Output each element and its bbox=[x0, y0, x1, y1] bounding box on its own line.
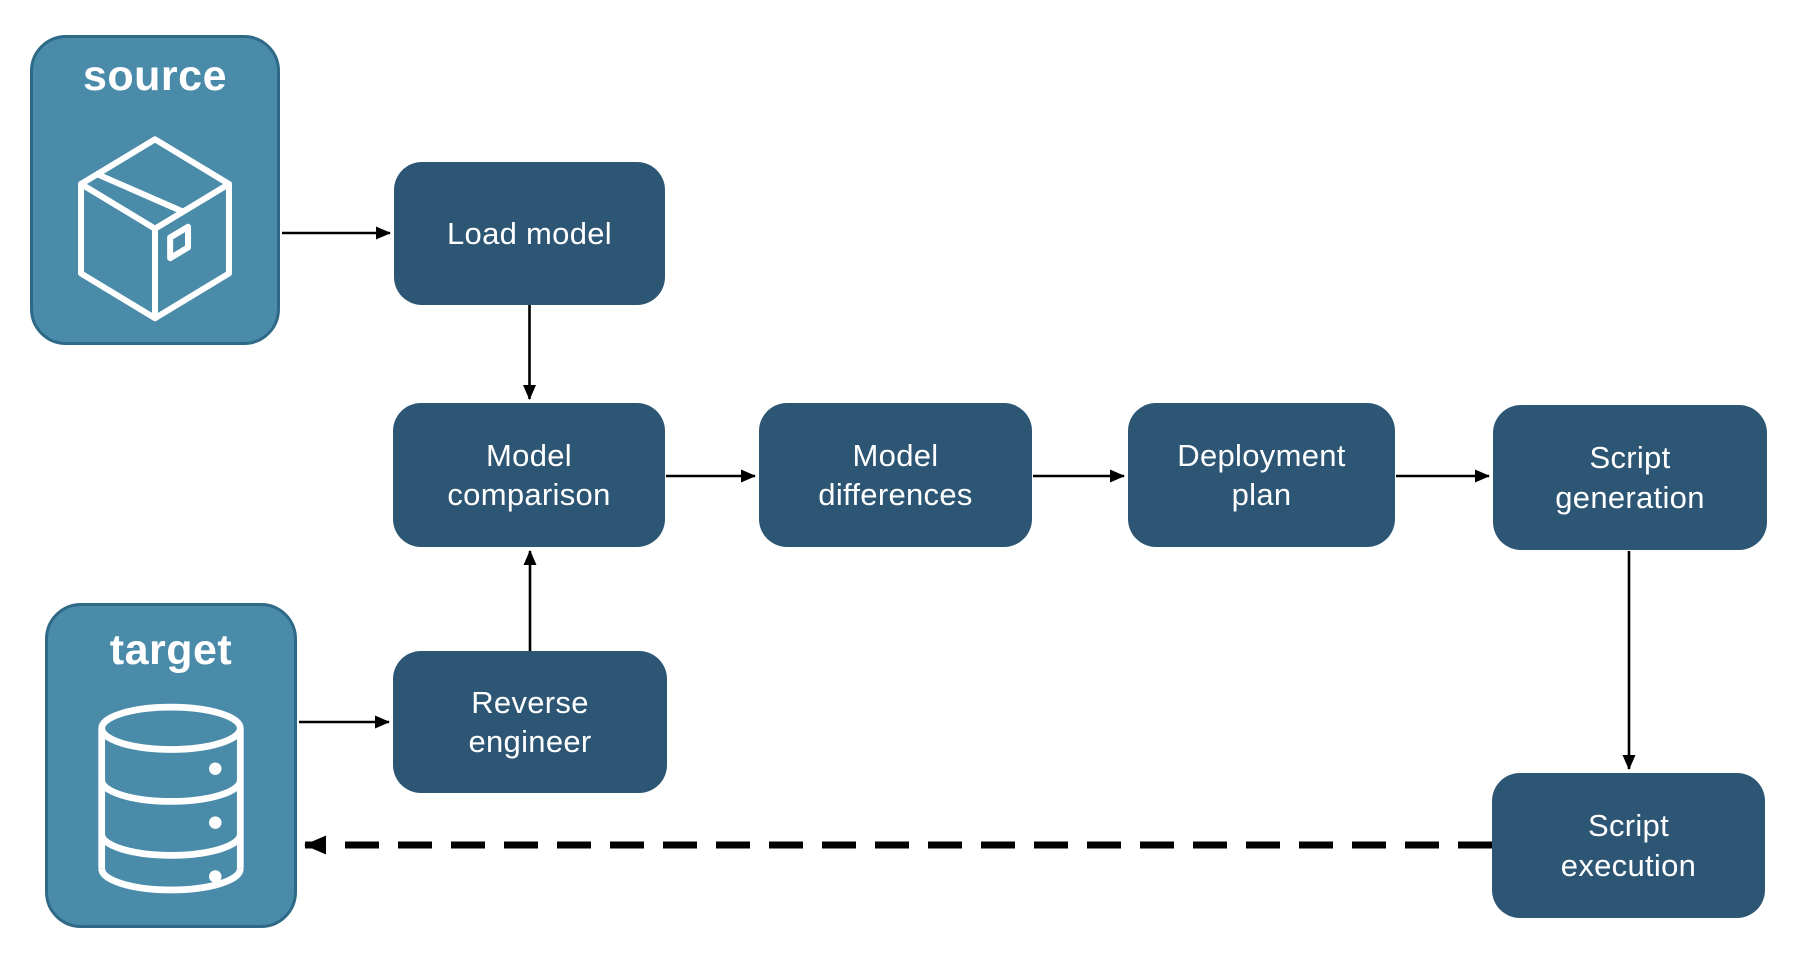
package-icon bbox=[78, 136, 232, 322]
database-icon bbox=[98, 703, 244, 894]
node-model-differences-label: Model differences bbox=[818, 437, 973, 512]
endpoint-source-label: source bbox=[82, 52, 227, 100]
node-script-generation: Script generation bbox=[1493, 405, 1767, 550]
node-script-execution-label: Script execution bbox=[1560, 808, 1697, 883]
endpoint-target-label: target bbox=[109, 626, 233, 674]
node-reverse-engineer: Reverse engineer bbox=[393, 651, 667, 793]
endpoint-source: source bbox=[30, 35, 280, 345]
endpoint-target: target bbox=[45, 603, 297, 928]
node-model-differences: Model differences bbox=[759, 403, 1032, 547]
node-load-model: Load model bbox=[394, 162, 665, 305]
node-deployment-plan-label: Deployment plan bbox=[1177, 437, 1346, 512]
node-model-comparison: Model comparison bbox=[393, 403, 665, 547]
node-script-generation-label: Script generation bbox=[1555, 440, 1705, 515]
node-load-model-label: Load model bbox=[446, 215, 612, 251]
node-deployment-plan: Deployment plan bbox=[1128, 403, 1395, 547]
node-script-execution: Script execution bbox=[1492, 773, 1765, 918]
node-model-comparison-label: Model comparison bbox=[447, 437, 611, 512]
node-reverse-engineer-label: Reverse engineer bbox=[468, 684, 592, 759]
